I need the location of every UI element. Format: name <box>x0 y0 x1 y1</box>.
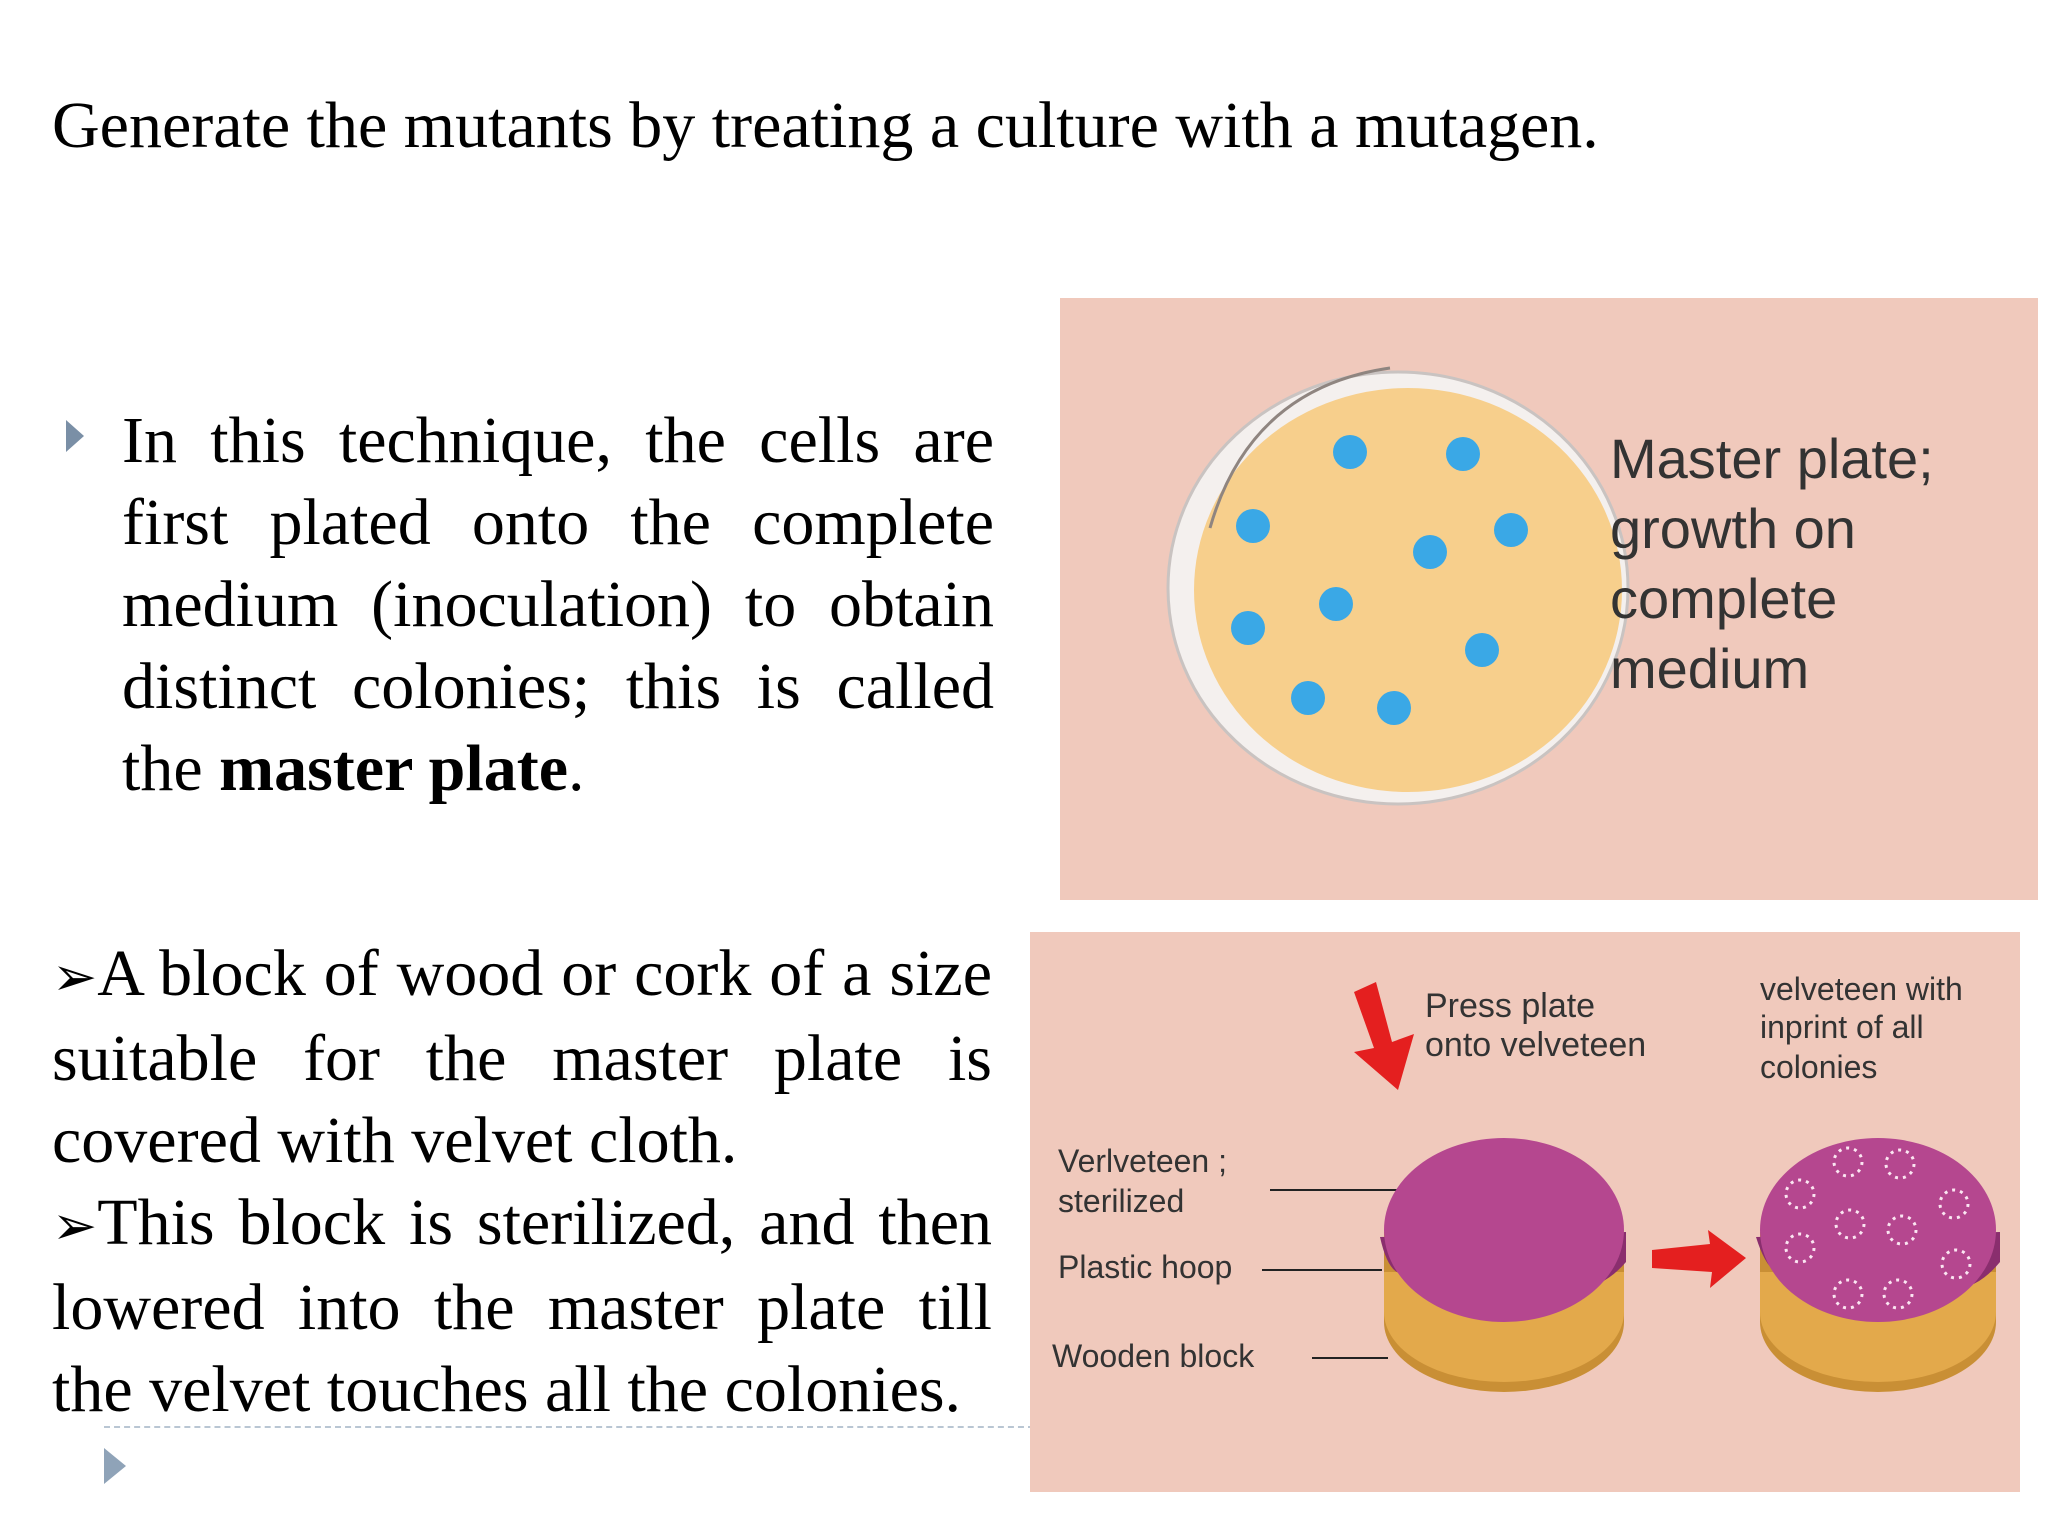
bullet-master-plate: In this technique, the cells are first p… <box>58 400 994 810</box>
bullet-text: In this technique, the cells are first p… <box>122 404 994 805</box>
press-down-arrow-icon <box>1354 982 1414 1090</box>
inprint-label: velveteen with inprint of all colonies <box>1760 971 1963 1085</box>
colony <box>1319 587 1353 621</box>
master-plate-figure: Master plate; growth on complete medium <box>1060 298 2038 900</box>
colony-imprints <box>1784 1146 1972 1310</box>
svg-text:Verlveteen ;: Verlveteen ; <box>1058 1143 1227 1179</box>
footer-triangle-icon <box>104 1448 126 1484</box>
svg-text:onto velveteen: onto velveteen <box>1425 1026 1646 1064</box>
arrowhead-bullet-icon: ➢ <box>52 945 98 1008</box>
arrow-item-1: ➢A block of wood or cork of a size suita… <box>52 937 992 1177</box>
svg-text:growth on: growth on <box>1610 497 1856 560</box>
colony <box>1291 681 1325 715</box>
footer-divider <box>104 1426 1034 1428</box>
svg-text:Master plate;: Master plate; <box>1610 427 1934 490</box>
triangle-bullet-icon <box>66 420 84 452</box>
svg-text:Plastic hoop: Plastic hoop <box>1058 1249 1232 1285</box>
bold-term: master plate <box>219 732 568 805</box>
svg-text:sterilized: sterilized <box>1058 1183 1184 1219</box>
svg-text:colonies: colonies <box>1760 1049 1877 1085</box>
svg-text:medium: medium <box>1610 637 1809 700</box>
colony <box>1231 611 1265 645</box>
part-labels: Verlveteen ; sterilized Plastic hoop Woo… <box>1052 1143 1255 1374</box>
arrowhead-bullet-icon: ➢ <box>52 1194 98 1257</box>
svg-text:Wooden block: Wooden block <box>1052 1338 1255 1374</box>
master-plate-label: Master plate; growth on complete medium <box>1610 427 1934 700</box>
colony <box>1465 633 1499 667</box>
colony <box>1413 535 1447 569</box>
velveteen-top <box>1384 1138 1624 1322</box>
svg-text:Press plate: Press plate <box>1425 987 1595 1025</box>
velveteen-block-figure: Press plate onto velveteen velveteen wit… <box>1030 932 2020 1492</box>
svg-text:inprint of all: inprint of all <box>1760 1009 1924 1045</box>
colony <box>1377 691 1411 725</box>
right-arrow-icon <box>1652 1230 1746 1288</box>
velveteen-block-left <box>1380 1138 1626 1392</box>
colony <box>1236 509 1270 543</box>
svg-text:velveteen with: velveteen with <box>1760 971 1963 1007</box>
colonies <box>1231 435 1528 725</box>
dish-edge-shadow <box>1208 366 1391 529</box>
colony <box>1446 437 1480 471</box>
agar-medium <box>1194 388 1622 792</box>
colony <box>1333 435 1367 469</box>
slide-title: Generate the mutants by treating a cultu… <box>52 89 1599 162</box>
arrow-item-2: ➢This block is sterilized, and then lowe… <box>52 1186 992 1426</box>
press-label: Press plate onto velveteen <box>1425 987 1646 1064</box>
velvet-block-paragraph: ➢A block of wood or cork of a size suita… <box>52 933 992 1431</box>
colony <box>1494 513 1528 547</box>
velveteen-top <box>1760 1138 1996 1322</box>
velveteen-block-right <box>1756 1138 2000 1392</box>
svg-text:complete: complete <box>1610 567 1837 630</box>
